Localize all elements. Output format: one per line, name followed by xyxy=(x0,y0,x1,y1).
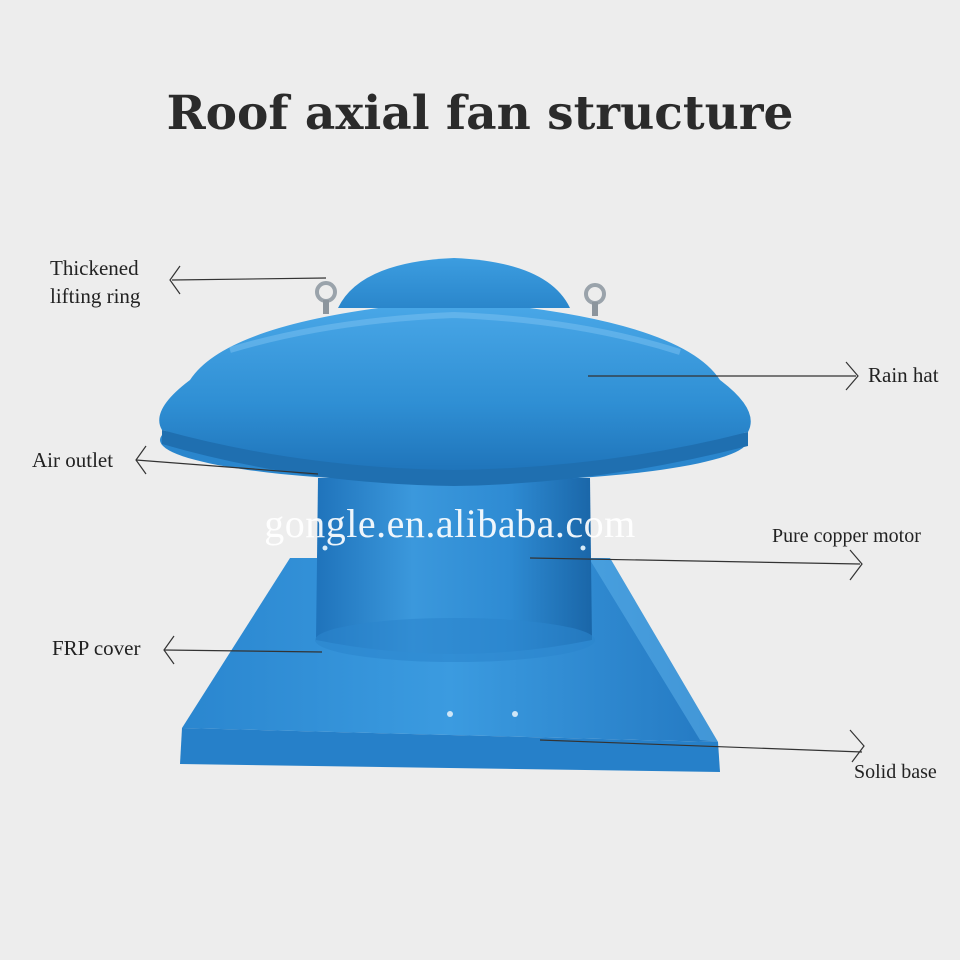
watermark-text: gongle.en.alibaba.com xyxy=(264,501,636,546)
label-motor: Pure copper motor xyxy=(772,525,921,547)
callout-solid-base xyxy=(539,729,865,763)
callout-lifting-ring xyxy=(169,265,327,295)
rain-hat-shape xyxy=(159,300,751,486)
lifting-ring-shapes xyxy=(315,281,606,316)
callout-motor xyxy=(529,549,863,581)
callout-rain-hat xyxy=(588,361,859,391)
page-title: Roof axial fan structure xyxy=(166,86,794,141)
label-lifting-ring-line2: lifting ring xyxy=(50,284,141,309)
frp-cover-shape xyxy=(315,478,595,662)
label-frp-cover: FRP cover xyxy=(52,636,141,660)
callout-frp-cover xyxy=(163,635,323,665)
label-lifting-ring-line1: Thickened xyxy=(50,256,139,280)
dome-shape xyxy=(338,258,570,308)
label-rain-hat: Rain hat xyxy=(868,363,939,387)
label-lifting-ring: Thickened lifting ring xyxy=(50,254,140,311)
label-solid-base: Solid base xyxy=(854,761,937,783)
callout-air-outlet xyxy=(135,445,319,475)
label-air-outlet: Air outlet xyxy=(32,448,114,472)
